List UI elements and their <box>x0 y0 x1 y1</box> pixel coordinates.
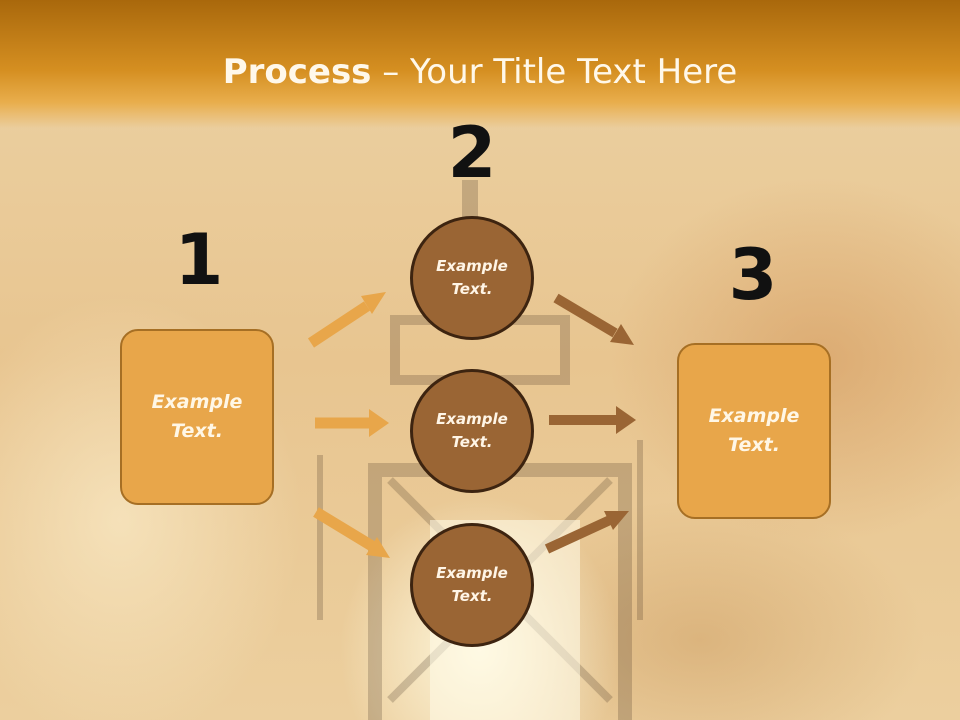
arrow-middle-to-3 <box>549 406 636 434</box>
step-2-circle-bottom: Example Text. <box>410 523 534 647</box>
circle-top-line-1: Example <box>436 257 508 275</box>
step-number-3: 3 <box>728 234 778 316</box>
title-text: – Your Title Text Here <box>371 52 738 92</box>
step-number-2: 2 <box>447 112 497 194</box>
circle-middle-line-2: Text. <box>451 433 493 451</box>
circle-bottom-line-1: Example <box>436 564 508 582</box>
step-3-line-2: Text. <box>728 434 780 456</box>
step-2-circle-middle: Example Text. <box>410 369 534 493</box>
step-2-circle-top: Example Text. <box>410 216 534 340</box>
step-3-box: Example Text. <box>677 343 831 519</box>
step-1-box: Example Text. <box>120 329 274 505</box>
arrow-1-to-bottom <box>313 507 390 558</box>
circle-bottom-line-2: Text. <box>451 587 493 605</box>
arrow-bottom-to-3 <box>544 511 629 554</box>
step-number-1: 1 <box>174 219 224 301</box>
circle-middle-line-1: Example <box>436 410 508 428</box>
circle-top-line-2: Text. <box>451 280 493 298</box>
slide-title: Process – Your Title Text Here <box>0 52 960 92</box>
arrow-1-to-middle <box>315 409 389 437</box>
step-1-line-1: Example <box>151 391 243 413</box>
arrow-top-to-3 <box>553 293 634 345</box>
arrow-1-to-top <box>307 292 386 348</box>
step-1-line-2: Text. <box>171 420 223 442</box>
step-3-line-1: Example <box>708 405 800 427</box>
title-bar <box>0 0 960 128</box>
title-bold-word: Process <box>222 52 372 92</box>
